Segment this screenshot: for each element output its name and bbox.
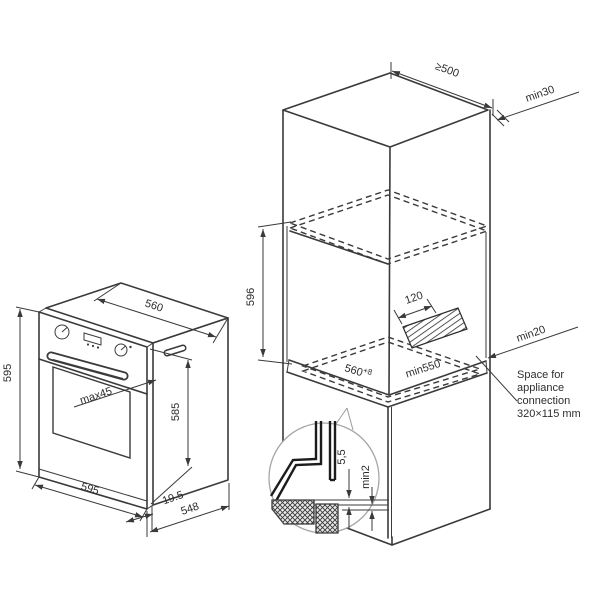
oven-door-window: [52, 366, 131, 459]
oven-side-grip: [163, 344, 187, 357]
note-leader-line: [475, 355, 518, 402]
dim-min20-label: min20: [515, 324, 547, 345]
dim-548-label: 548: [179, 501, 200, 518]
floor-section-hatch-left: [271, 499, 315, 525]
oven-control-panel: [54, 324, 132, 357]
dim-niche-height: 596: [245, 221, 293, 365]
display: [83, 332, 102, 346]
dim-560-niche-label: 560+8: [343, 360, 374, 382]
detail-callout: 5,5 min2: [268, 407, 389, 534]
dim-top-depth: ≥500: [390, 60, 494, 116]
dim-min2-label: min2: [360, 465, 372, 489]
upper-shelf-dashed: [287, 189, 490, 265]
dim-560-label: 560: [143, 298, 164, 315]
dim-top-rear-gap: min30: [491, 84, 580, 127]
dim-rear-gap: min20: [487, 324, 579, 359]
dim-5-5-label: 5,5: [336, 449, 348, 464]
dim-oven-front-height: 595: [2, 306, 40, 478]
cabinet-drawing: 120 ≥500 min30 596 560+8 min550: [245, 60, 581, 546]
dim-120-label: 120: [403, 290, 424, 307]
dim-596-label: 596: [245, 288, 257, 306]
cabinet-top-face: [282, 72, 489, 148]
note-line-2: appliance: [517, 382, 564, 394]
dim-500-label: ≥500: [434, 60, 461, 80]
dim-oven-body-height: 585: [149, 348, 193, 505]
dim-front-gap: 5,5: [336, 449, 352, 529]
connection-note: Space for appliance connection 320×115 m…: [517, 369, 581, 420]
note-line-4: 320×115 mm: [517, 408, 581, 420]
oven-shelf: [286, 336, 488, 408]
dim-595-left-label: 595: [2, 364, 14, 382]
oven-body-right-face: [152, 317, 229, 506]
dim-595-bottom-label: 595: [79, 481, 100, 498]
dim-min550-label: min550: [404, 358, 442, 381]
note-line-1: Space for: [517, 369, 564, 381]
oven-door-handle: [46, 351, 129, 381]
cabinet-plinth: [346, 527, 393, 546]
dim-585-label: 585: [170, 403, 182, 421]
floor-section-hatch-right: [315, 503, 339, 534]
note-line-3: connection: [517, 395, 570, 407]
dim-min-clearance: min2: [360, 465, 375, 531]
connection-space-hatch: [402, 307, 468, 349]
dim-connection-offset: 120: [393, 290, 437, 325]
detail-section: 5,5 min2: [269, 421, 389, 534]
oven-drawing: 560 595 max45 585 595: [2, 282, 230, 537]
dim-oven-top-width: 560: [93, 282, 229, 344]
